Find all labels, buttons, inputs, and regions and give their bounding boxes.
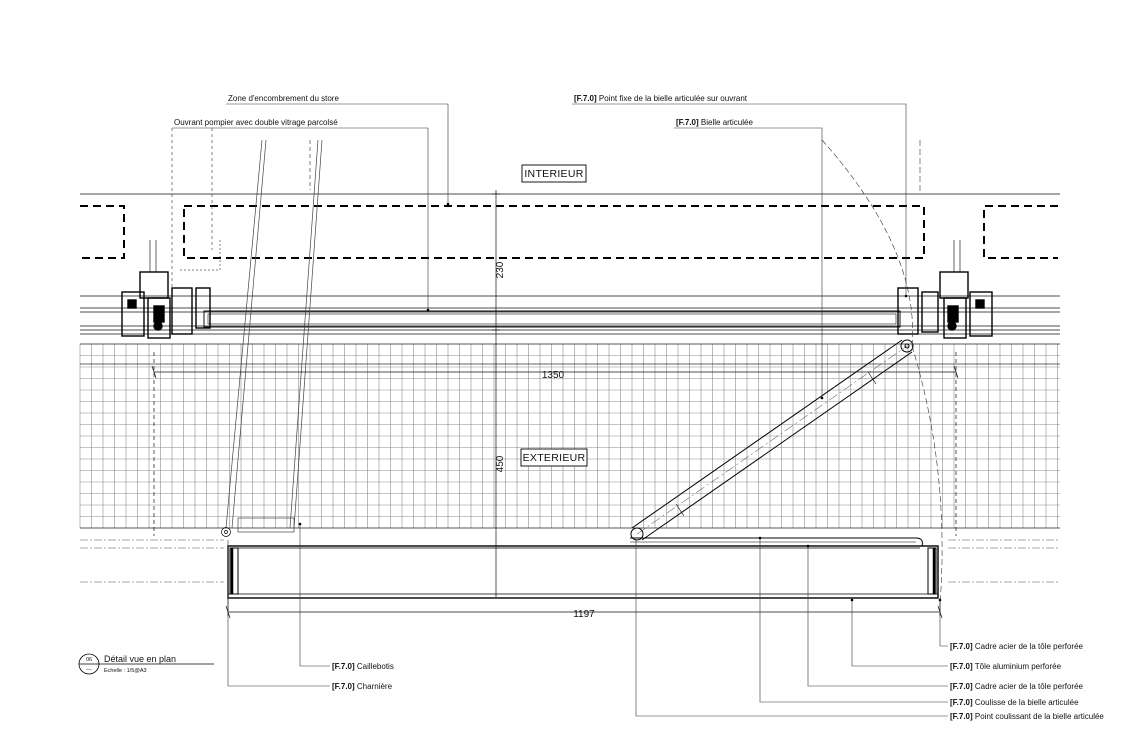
title-block: 06 — Détail vue en plan Echelle : 1/5@A3: [78, 653, 214, 675]
label-cadre-acier-2: [F.7.0] Cadre acier de la tôle perforée: [950, 682, 1084, 691]
title-scale: Echelle : 1/5@A3: [104, 668, 147, 674]
right-mullion: [897, 240, 993, 339]
label-ouvrant: Ouvrant pompier avec double vitrage parc…: [174, 118, 338, 127]
title-text: Détail vue en plan: [104, 654, 176, 664]
label-caillebotis: [F.7.0] Caillebotis: [332, 662, 394, 671]
label-point-fixe: [F.7.0] Point fixe de la bielle articulé…: [574, 94, 748, 103]
articulated-arm: [630, 339, 914, 541]
store-zone-boxes: [80, 205, 1058, 259]
zone-interieur-label: INTERIEUR: [524, 168, 583, 180]
label-cadre-acier-1: [F.7.0] Cadre acier de la tôle perforée: [950, 642, 1084, 651]
swing-arc: [821, 139, 943, 605]
leader-ticks: [298, 202, 942, 602]
left-mullion: [121, 240, 221, 339]
title-number: 06: [86, 657, 92, 663]
label-bielle: [F.7.0] Bielle articulée: [676, 118, 753, 127]
label-tole-alu: [F.7.0] Tôle aluminium perforée: [950, 662, 1062, 671]
center-lines: [80, 539, 1060, 583]
label-point-coulissant: [F.7.0] Point coulissant de la bielle ar…: [950, 712, 1104, 721]
leader-lines: [171, 103, 948, 717]
caillebotis-grid: [79, 343, 1060, 529]
facade-profiles: [80, 193, 1060, 335]
dim-1197: 1197: [573, 609, 595, 620]
dimension-lines: [151, 190, 959, 619]
label-zone-store: Zone d'encombrement du store: [228, 94, 339, 103]
perforated-panel: [227, 537, 939, 599]
sash-swing: [221, 139, 323, 537]
dim-1350: 1350: [542, 370, 565, 381]
label-charniere: [F.7.0] Charnière: [332, 682, 393, 691]
zone-interieur: INTERIEUR: [521, 164, 587, 183]
svg-text:—: —: [86, 667, 92, 673]
dim-450: 450: [495, 455, 506, 472]
zone-exterieur-label: EXTERIEUR: [523, 452, 586, 464]
dim-230: 230: [495, 261, 506, 278]
label-coulisse: [F.7.0] Coulisse de la bielle articulée: [950, 698, 1079, 707]
zone-exterieur: EXTERIEUR: [520, 448, 588, 467]
